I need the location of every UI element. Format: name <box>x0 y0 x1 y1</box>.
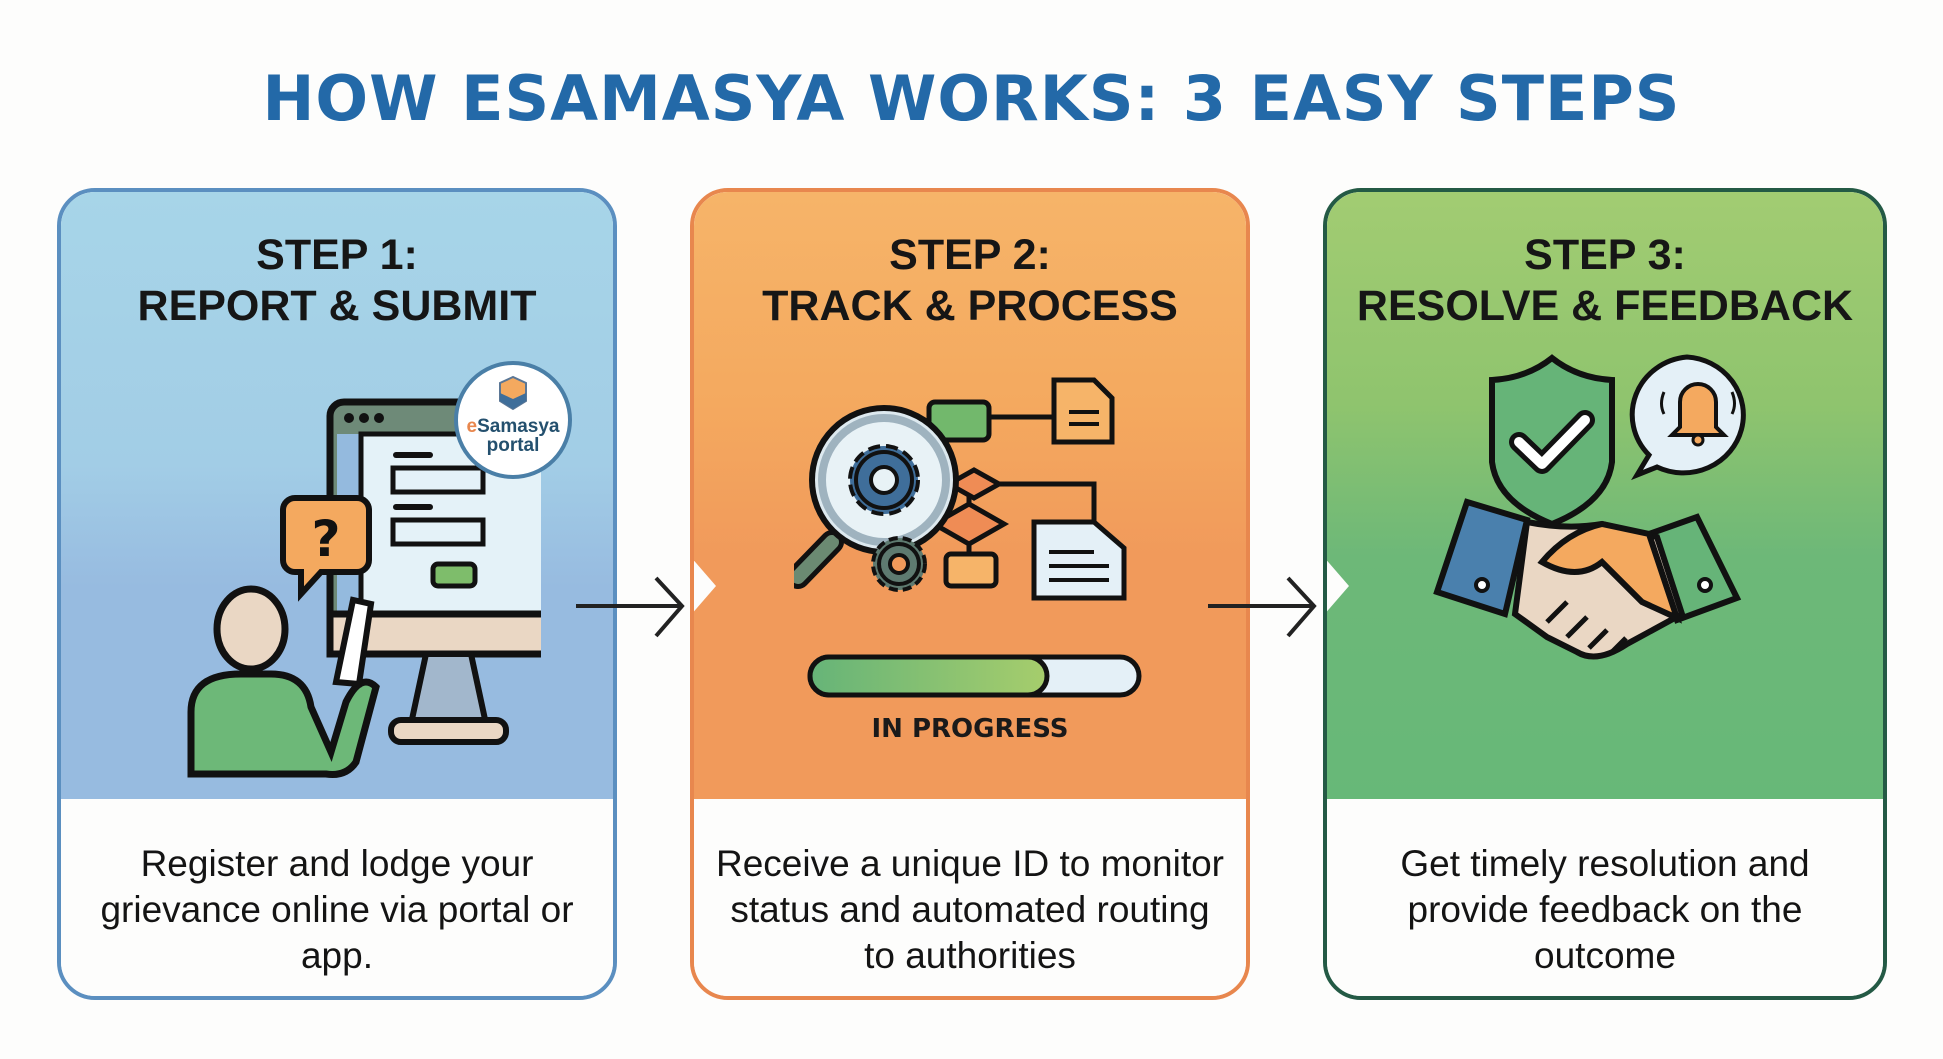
question-bubble-icon: ? <box>280 495 372 602</box>
step-1-heading: STEP 1: REPORT & SUBMIT <box>61 230 613 332</box>
step-card-1-body: Register and lodge your grievance online… <box>61 799 613 996</box>
logo-cube-icon <box>499 375 527 411</box>
progress-status-label: IN PROGRESS <box>871 714 1069 744</box>
step-card-3-header: STEP 3: RESOLVE & FEEDBACK <box>1327 192 1883 799</box>
gear-icon <box>848 444 920 516</box>
step-2-number: STEP 2: <box>889 231 1051 279</box>
step-2-heading: STEP 2: TRACK & PROCESS <box>694 230 1246 332</box>
small-gear-icon <box>871 536 927 592</box>
magnifier-gear-icon <box>794 405 959 589</box>
progress-bar <box>807 654 1142 698</box>
progress-bar-fill <box>807 654 1050 698</box>
process-illustration <box>794 377 1127 601</box>
handshake-icon <box>1433 498 1742 660</box>
web-form-icon <box>390 452 486 589</box>
arrow-right-icon <box>1208 576 1317 638</box>
card-2-notch <box>694 560 716 612</box>
step-card-1: STEP 1: REPORT & SUBMIT ? <box>57 188 617 1000</box>
step-3-number: STEP 3: <box>1524 231 1686 279</box>
resolve-illustration <box>1433 354 1746 660</box>
step-card-1-header: STEP 1: REPORT & SUBMIT ? <box>61 192 613 799</box>
step-2-title: TRACK & PROCESS <box>762 282 1178 330</box>
step-1-description: Register and lodge your grievance online… <box>100 843 574 976</box>
person-icon <box>187 585 380 778</box>
step-1-number: STEP 1: <box>256 231 418 279</box>
logo-sub: portal <box>486 435 540 456</box>
document-icon <box>1051 377 1115 445</box>
step-3-description: Get timely resolution and provide feedba… <box>1400 843 1810 976</box>
step-card-2-header: STEP 2: TRACK & PROCESS <box>694 192 1246 799</box>
step-1-title: REPORT & SUBMIT <box>137 282 537 330</box>
document-large-icon <box>1031 519 1127 601</box>
flowchart-icon <box>928 501 1010 547</box>
logo-prefix: e <box>466 416 478 437</box>
computer-monitor-icon: ? <box>187 398 541 778</box>
step-3-title: RESOLVE & FEEDBACK <box>1356 282 1854 330</box>
step-card-2-body: Receive a unique ID to monitor status an… <box>694 799 1246 996</box>
step-3-heading: STEP 3: RESOLVE & FEEDBACK <box>1327 230 1883 332</box>
arrow-right-icon <box>576 576 685 638</box>
card-3-notch <box>1327 560 1349 612</box>
bell-notification-icon <box>1629 354 1746 481</box>
step-card-3: STEP 3: RESOLVE & FEEDBACK <box>1323 188 1887 1000</box>
page-title: HOW ESAMASYA WORKS: 3 EASY STEPS <box>262 62 1681 135</box>
step-card-2: STEP 2: TRACK & PROCESS <box>690 188 1250 1000</box>
step-2-description: Receive a unique ID to monitor status an… <box>716 843 1224 976</box>
shield-check-icon <box>1489 354 1615 528</box>
svg-text:?: ? <box>311 510 340 568</box>
step-card-3-body: Get timely resolution and provide feedba… <box>1327 799 1883 996</box>
logo-name: Samasya <box>477 416 560 437</box>
esamasya-portal-logo: eSamasya portal <box>454 361 572 479</box>
